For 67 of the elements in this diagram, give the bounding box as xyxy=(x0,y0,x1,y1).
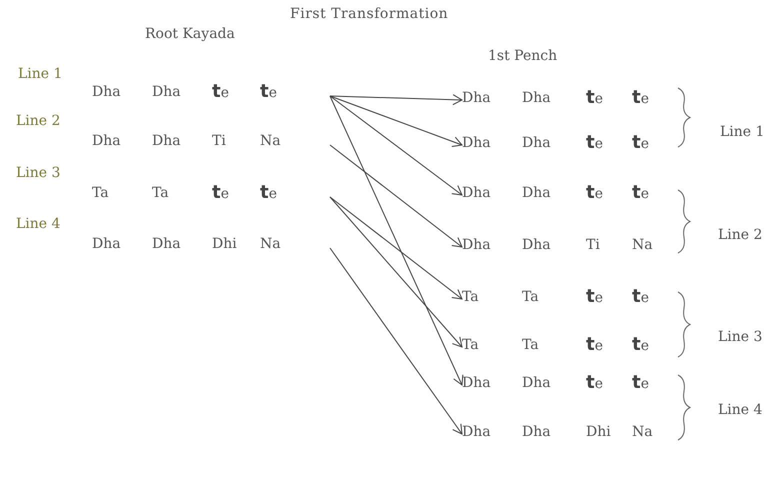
syllable: Na xyxy=(632,423,653,441)
syllable: Ta xyxy=(522,336,539,354)
syllable: Dha xyxy=(92,132,121,150)
syllable: Dha xyxy=(152,83,181,101)
syllable: Dha xyxy=(152,132,181,150)
syllable: Dha xyxy=(522,236,551,254)
syllable: Dhi xyxy=(586,423,611,441)
line-label: Line 2 xyxy=(16,113,60,129)
syllable: Ta xyxy=(462,288,479,306)
arrow xyxy=(330,96,464,386)
syllable: te xyxy=(586,89,603,108)
syllable: Ti xyxy=(212,132,226,150)
syllable: te xyxy=(212,184,229,203)
line-label: Line 4 xyxy=(718,402,762,418)
arrow xyxy=(330,96,462,148)
syllable: te xyxy=(586,288,603,307)
arrow xyxy=(330,196,462,300)
syllable: te xyxy=(632,288,649,307)
syllable: Dha xyxy=(462,184,491,202)
syllable: te xyxy=(260,184,277,203)
syllable: Dhi xyxy=(212,235,237,253)
syllable: Dha xyxy=(462,134,491,152)
syllable: Ta xyxy=(522,288,539,306)
syllable: Na xyxy=(260,132,281,150)
syllable: Dha xyxy=(152,235,181,253)
syllable: te xyxy=(632,134,649,153)
syllable: Dha xyxy=(462,423,491,441)
syllable: Ta xyxy=(92,184,109,202)
syllable: Dha xyxy=(92,235,121,253)
column-heading: 1st Pench xyxy=(488,48,558,64)
arrow xyxy=(330,94,462,106)
arrow xyxy=(330,196,462,348)
line-label: Line 3 xyxy=(16,165,60,181)
syllable: Ti xyxy=(586,236,600,254)
syllable: te xyxy=(586,134,603,153)
syllable: Na xyxy=(632,236,653,254)
column-heading: Root Kayada xyxy=(145,26,235,42)
syllable: te xyxy=(260,83,277,102)
syllable: Dha xyxy=(462,89,491,107)
syllable: te xyxy=(632,336,649,355)
syllable: Dha xyxy=(92,83,121,101)
syllable: Dha xyxy=(462,236,491,254)
syllable: Dha xyxy=(522,134,551,152)
diagram-title: First Transformation xyxy=(290,6,448,22)
line-label: Line 1 xyxy=(720,124,764,140)
syllable: te xyxy=(586,184,603,203)
syllable: te xyxy=(632,374,649,393)
line-label: Line 4 xyxy=(16,216,60,232)
arrow xyxy=(330,248,462,434)
arrow xyxy=(330,144,462,248)
syllable: Ta xyxy=(462,336,479,354)
syllable: Dha xyxy=(522,374,551,392)
syllable: te xyxy=(586,336,603,355)
line-label: Line 2 xyxy=(718,227,762,243)
syllable: Dha xyxy=(522,184,551,202)
syllable: Na xyxy=(260,235,281,253)
arrow xyxy=(330,96,462,196)
syllable: Dha xyxy=(462,374,491,392)
syllable: Ta xyxy=(152,184,169,202)
line-label: Line 1 xyxy=(18,66,62,82)
syllable: Dha xyxy=(522,423,551,441)
syllable: Dha xyxy=(522,89,551,107)
syllable: te xyxy=(586,374,603,393)
line-label: Line 3 xyxy=(718,329,762,345)
syllable: te xyxy=(632,184,649,203)
syllable: te xyxy=(212,83,229,102)
syllable: te xyxy=(632,89,649,108)
